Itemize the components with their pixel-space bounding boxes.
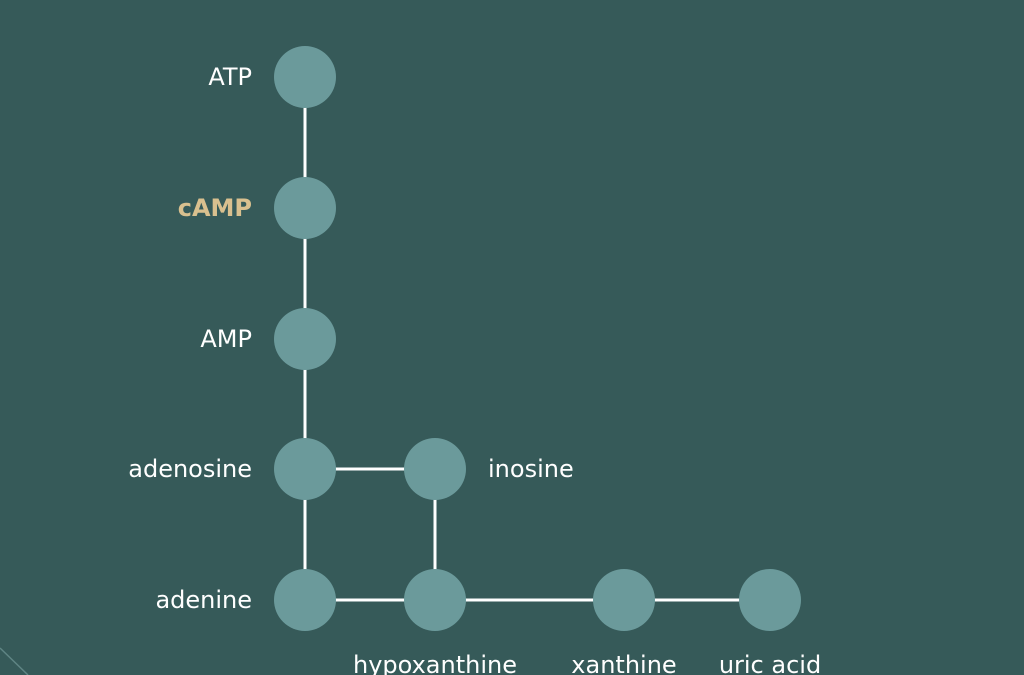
label-hypoxanthine: hypoxanthine [353, 651, 517, 675]
node-camp [274, 177, 336, 239]
node-xanthine [593, 569, 655, 631]
edge-layer [303, 77, 770, 602]
label-adenine: adenine [155, 586, 252, 614]
node-layer [274, 46, 801, 631]
node-inosine [404, 438, 466, 500]
node-uric-acid [739, 569, 801, 631]
node-hypoxanthine [404, 569, 466, 631]
corner-decoration [0, 647, 29, 675]
node-adenine [274, 569, 336, 631]
label-inosine: inosine [488, 455, 574, 483]
label-amp: AMP [200, 325, 252, 353]
label-adenosine: adenosine [128, 455, 252, 483]
label-camp: cAMP [178, 194, 252, 222]
node-adenosine [274, 438, 336, 500]
label-uric-acid: uric acid [719, 651, 821, 675]
label-atp: ATP [208, 63, 252, 91]
label-layer: ATP cAMP AMP adenosine inosine adenine hypoxan… [128, 63, 821, 675]
node-atp [274, 46, 336, 108]
node-amp [274, 308, 336, 370]
label-xanthine: xanthine [571, 651, 676, 675]
